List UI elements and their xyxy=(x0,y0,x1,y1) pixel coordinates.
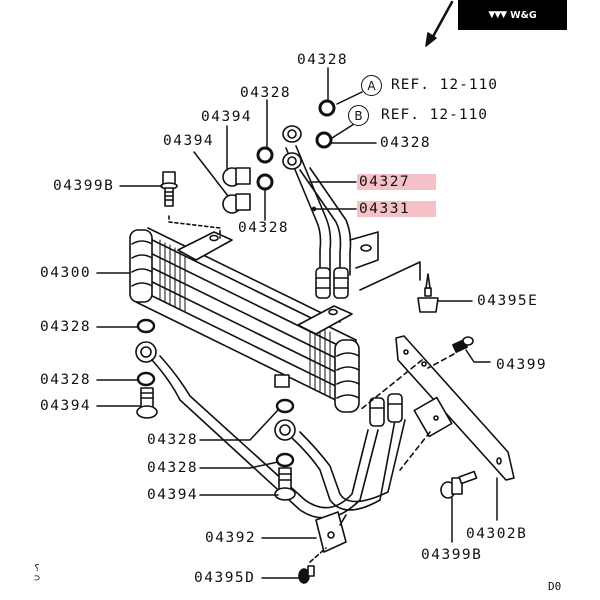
ref-circle-b: B xyxy=(348,105,369,126)
logo-mark-icon: ▼▼▼ xyxy=(488,10,507,20)
leader-lines xyxy=(96,67,498,579)
mounting-bracket xyxy=(359,335,515,481)
fasteners xyxy=(298,273,478,584)
part-callout[interactable]: 04394 xyxy=(201,109,253,125)
ref-b-text: REF. 12-110 xyxy=(381,107,489,123)
upper-washers xyxy=(160,99,336,239)
part-callout[interactable]: 04328 xyxy=(297,52,349,68)
part-callout[interactable]: 04399B xyxy=(421,547,483,563)
upper-oil-lines xyxy=(282,125,421,299)
part-callout[interactable]: 04399B xyxy=(53,178,115,194)
diagram-code: D0 xyxy=(548,580,562,593)
ref-a-text: REF. 12-110 xyxy=(391,77,499,93)
part-callout[interactable]: 04328 xyxy=(147,460,199,476)
part-callout[interactable]: 04302B xyxy=(466,526,528,542)
logo-text: W&G xyxy=(510,9,537,21)
part-callout[interactable]: 04395E xyxy=(477,293,539,309)
part-callout[interactable]: 04328 xyxy=(147,432,199,448)
part-callout[interactable]: 04392 xyxy=(205,530,257,546)
edge-glyph: ⸮⊃ xyxy=(34,563,41,584)
part-callout[interactable]: 04394 xyxy=(163,133,215,149)
part-callout[interactable]: 04395D xyxy=(194,570,256,586)
brand-logo: ▼▼▼ W&G xyxy=(458,0,567,30)
part-callout[interactable]: 04328 xyxy=(238,220,290,236)
part-callout[interactable]: 04394 xyxy=(147,487,199,503)
part-callout[interactable]: 04394 xyxy=(40,398,92,414)
part-callout-highlighted[interactable]: 04331 xyxy=(357,201,437,217)
part-callout[interactable]: 04328 xyxy=(40,372,92,388)
oil-cooler-core xyxy=(129,227,360,413)
part-callout[interactable]: 04300 xyxy=(40,265,92,281)
part-callout[interactable]: 04328 xyxy=(240,85,292,101)
ref-circle-a: A xyxy=(361,75,382,96)
part-callout[interactable]: 04328 xyxy=(40,319,92,335)
part-callout[interactable]: 04399 xyxy=(496,357,548,373)
part-callout[interactable]: 04328 xyxy=(380,135,432,151)
part-callout-highlighted[interactable]: 04327 xyxy=(357,174,437,190)
lower-right-oil-line xyxy=(274,393,406,511)
direction-arrow-icon xyxy=(425,0,454,47)
